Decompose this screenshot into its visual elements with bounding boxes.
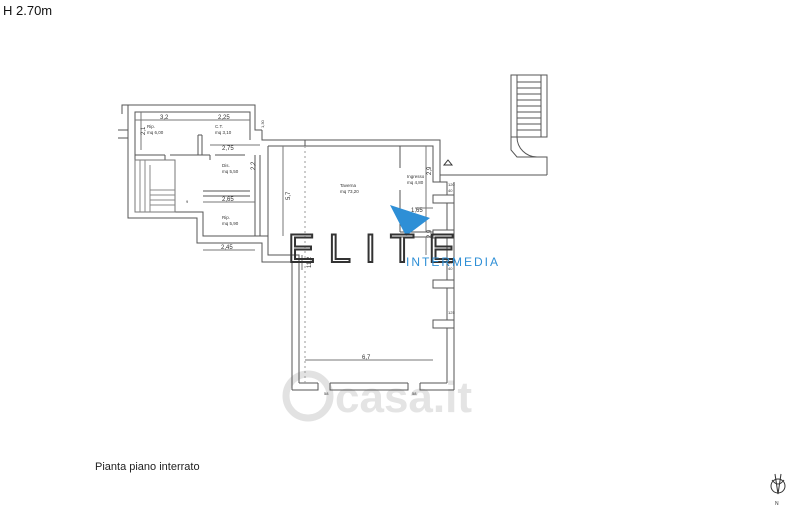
dim-120: 120 [448,182,455,187]
room-area-taverna: mq 73,20 [340,189,359,194]
casa-watermark-text: casa.it [335,373,472,422]
dim-9: 9 [186,199,189,204]
elite-brand-text: ELITE [288,227,469,271]
compass-label: N [775,501,779,507]
room-area-ct: mq 3,10 [215,130,232,135]
room-name-taverna: Taverna [340,183,357,188]
dim-2-9-mid: 2,9 [427,229,433,238]
dim-2-2: 2,2 [251,161,257,170]
dim-1-30: 1,30 [260,119,265,128]
dim-3-2: 3,2 [160,115,169,121]
dim-2-65: 2,65 [222,197,234,203]
room-area-ingresso: mq 4,80 [407,180,424,185]
room-name-rip-bottom: Rip. [222,215,230,220]
dim-2-45: 2,45 [221,245,233,251]
dim-40-b: 40 [448,266,453,271]
casa-watermark: casa.it [282,370,472,422]
dim-2-9-top: 2,9 [427,166,433,175]
height-label: H 2.70m [3,3,53,18]
dim-6-7: 6,7 [362,355,371,361]
dim-125: 125 [448,310,455,315]
brand-triangle-icon [390,205,430,236]
walls [118,74,548,391]
dim-40: 40 [448,188,453,193]
plan-caption: Pianta piano interrato [95,461,200,473]
room-area-rip-bottom: mq 5,90 [222,221,239,226]
north-compass-icon: N [770,473,786,507]
room-area-dis: mq 5,50 [222,169,239,174]
room-name-ct: C.T. [215,124,223,129]
room-name-ingresso: Ingresso [407,174,425,179]
dim-2-75: 2,75 [222,146,234,152]
dim-2-25: 2,25 [218,115,230,121]
dim-11-2: 11,2 [307,256,313,268]
dim-1-65: 1,65 [411,208,423,214]
dim-58-a: 58 [324,391,329,396]
dim-5-7: 5,7 [286,191,292,200]
room-name-rip-top: Rip. [147,124,155,129]
room-area-rip-top: mq 6,00 [147,130,164,135]
dim-58-b: 58 [412,391,417,396]
room-name-dis: Dis. [222,163,230,168]
intermedia-text: INTERMEDIA [406,255,500,269]
dim-80: 80 [448,260,453,265]
dim-2-1: 2,1 [141,126,147,135]
elite-watermark: ELITE INTERMEDIA [287,226,500,272]
